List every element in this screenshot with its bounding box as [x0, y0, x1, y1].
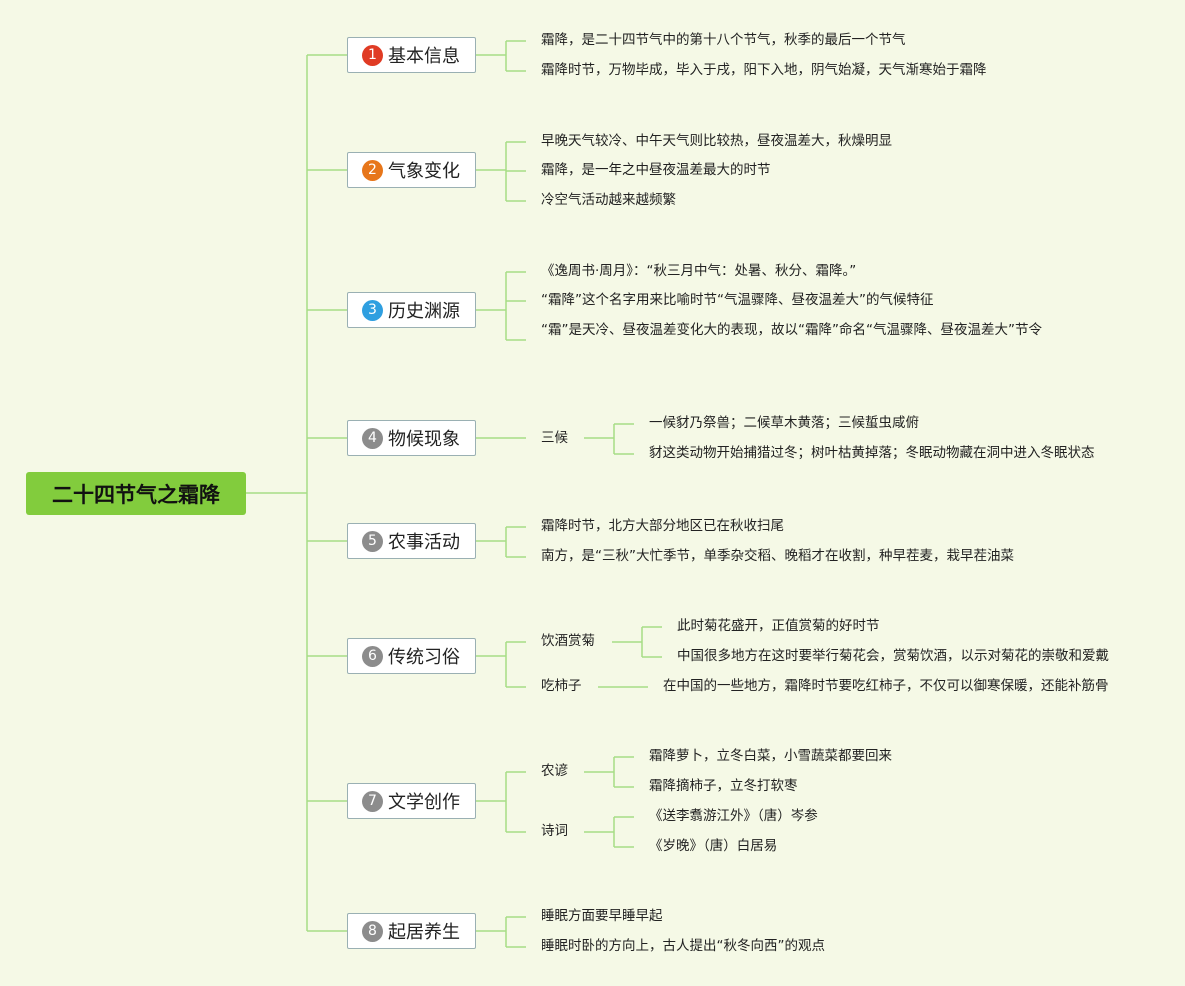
leaf-text[interactable]: 中国很多地方在这时要举行菊花会，赏菊饮酒，以示对菊花的崇敬和爱戴 — [677, 648, 1109, 664]
leaf-text[interactable]: 一候豺乃祭兽；二候草木黄落；三候蜇虫咸俯 — [649, 415, 919, 431]
number-badge-5: 5 — [362, 530, 383, 552]
leaf-text[interactable]: 霜降萝卜，立冬白菜，小雪蔬菜都要回来 — [649, 748, 892, 764]
number-badge-3: 3 — [362, 299, 383, 321]
leaf-text[interactable]: 霜降时节，万物毕成，毕入于戌，阳下入地，阴气始凝，天气渐寒始于霜降 — [541, 62, 987, 78]
leaf-text[interactable]: “霜降”这个名字用来比喻时节“气温骤降、昼夜温差大”的气候特征 — [541, 292, 934, 308]
leaf-text[interactable]: 《逸周书·周月》：“秋三月中气：处暑、秋分、霜降。” — [541, 263, 857, 279]
branch-customs[interactable]: 6 传统习俗 — [347, 638, 476, 674]
sub-topic[interactable]: 农谚 — [541, 763, 568, 779]
leaf-text[interactable]: 睡眠方面要早睡早起 — [541, 908, 663, 924]
leaf-text[interactable]: 《岁晚》（唐）白居易 — [649, 838, 778, 854]
branch-label: 起居养生 — [388, 922, 460, 943]
branch-label: 传统习俗 — [388, 647, 460, 668]
branch-label: 文学创作 — [388, 792, 460, 813]
branch-farming[interactable]: 5 农事活动 — [347, 523, 476, 559]
branch-label: 基本信息 — [388, 46, 460, 67]
leaf-text[interactable]: 霜降，是一年之中昼夜温差最大的时节 — [541, 162, 771, 178]
number-badge-6: 6 — [362, 645, 383, 667]
leaf-text[interactable]: 在中国的一些地方，霜降时节要吃红柿子，不仅可以御寒保暖，还能补筋骨 — [663, 678, 1109, 694]
leaf-text[interactable]: 霜降，是二十四节气中的第十八个节气，秋季的最后一个节气 — [541, 32, 906, 48]
branch-phenology[interactable]: 4 物候现象 — [347, 420, 476, 456]
leaf-text[interactable]: 早晚天气较冷、中午天气则比较热，昼夜温差大，秋燥明显 — [541, 133, 892, 149]
branch-label: 历史渊源 — [388, 301, 460, 322]
branch-label: 农事活动 — [388, 532, 460, 553]
sub-topic[interactable]: 饮酒赏菊 — [541, 633, 595, 649]
number-badge-2: 2 — [362, 159, 383, 181]
leaf-text[interactable]: 冷空气活动越来越频繁 — [541, 192, 676, 208]
leaf-text[interactable]: 霜降时节，北方大部分地区已在秋收扫尾 — [541, 518, 784, 534]
branch-health[interactable]: 8 起居养生 — [347, 913, 476, 949]
branch-basic-info[interactable]: 1 基本信息 — [347, 37, 476, 73]
branch-label: 物候现象 — [388, 429, 460, 450]
branch-literature[interactable]: 7 文学创作 — [347, 783, 476, 819]
branch-weather-change[interactable]: 2 气象变化 — [347, 152, 476, 188]
branch-label: 气象变化 — [388, 161, 460, 182]
sub-topic[interactable]: 吃柿子 — [541, 678, 582, 694]
root-topic[interactable]: 二十四节气之霜降 — [26, 472, 246, 515]
number-badge-7: 7 — [362, 790, 383, 812]
leaf-text[interactable]: 睡眠时卧的方向上，古人提出“秋冬向西”的观点 — [541, 938, 825, 954]
leaf-text[interactable]: 《送李翥游江外》（唐）岑参 — [649, 808, 818, 824]
leaf-text[interactable]: “霜”是天冷、昼夜温差变化大的表现，故以“霜降”命名“气温骤降、昼夜温差大”节令 — [541, 322, 1042, 338]
number-badge-4: 4 — [362, 427, 383, 449]
leaf-text[interactable]: 豺这类动物开始捕猎过冬；树叶枯黄掉落；冬眠动物藏在洞中进入冬眠状态 — [649, 445, 1095, 461]
sub-topic[interactable]: 三候 — [541, 430, 568, 446]
leaf-text[interactable]: 南方，是“三秋”大忙季节，单季杂交稻、晚稻才在收割，种早茬麦，栽早茬油菜 — [541, 548, 1014, 564]
leaf-text[interactable]: 霜降摘柿子，立冬打软枣 — [649, 778, 798, 794]
sub-topic[interactable]: 诗词 — [541, 823, 568, 839]
branch-history[interactable]: 3 历史渊源 — [347, 292, 476, 328]
number-badge-1: 1 — [362, 44, 383, 66]
leaf-text[interactable]: 此时菊花盛开，正值赏菊的好时节 — [677, 618, 880, 634]
number-badge-8: 8 — [362, 920, 383, 942]
